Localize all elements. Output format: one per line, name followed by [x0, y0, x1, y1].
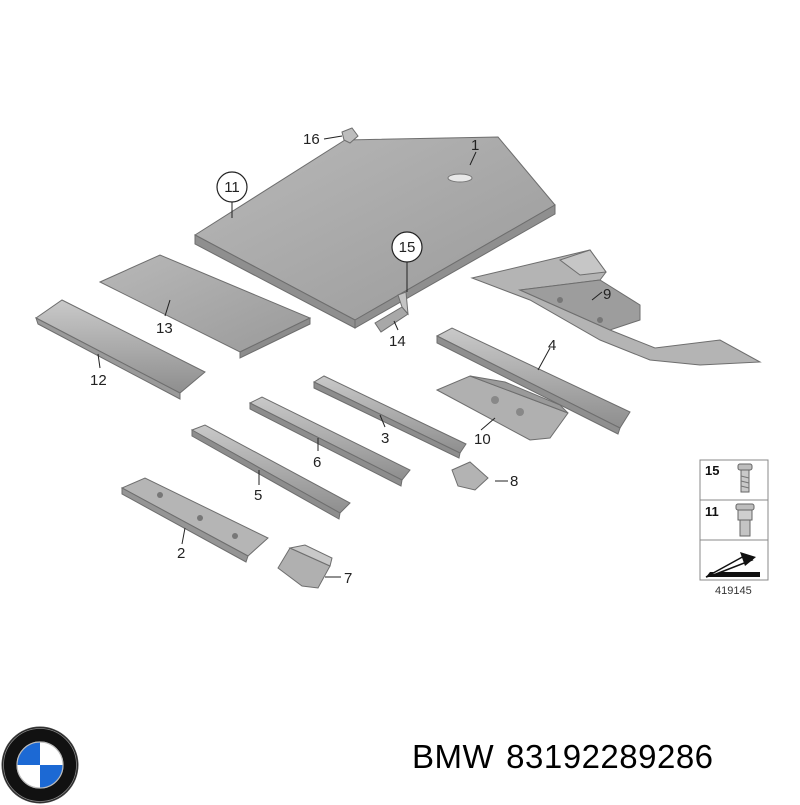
clip-part-16 — [341, 127, 359, 144]
front-header-part-12 — [35, 299, 206, 400]
callout-numbers: 1 16 11 15 14 13 12 9 4 10 3 6 5 8 2 7 — [90, 131, 611, 587]
callout-10: 10 — [474, 431, 491, 448]
callout-16: 16 — [303, 131, 320, 148]
callout-1: 1 — [471, 137, 479, 154]
fastener-legend: 15 11 419145 — [699, 459, 769, 597]
callout-15: 15 — [399, 239, 416, 256]
callout-9: 9 — [603, 286, 611, 303]
rail-part-6 — [248, 396, 411, 487]
callout-4: 4 — [548, 337, 556, 354]
callout-13: 13 — [156, 320, 173, 337]
bmw-logo-icon — [1, 726, 79, 804]
callout-3: 3 — [381, 430, 389, 447]
bracket-part-14 — [374, 291, 409, 333]
rear-rail-part-4 — [435, 327, 631, 435]
crossmember-part-2 — [120, 477, 269, 563]
panel-part-10 — [435, 375, 569, 441]
callout-2: 2 — [177, 545, 185, 562]
brand-name: BMW — [412, 738, 495, 775]
screw-icon — [737, 463, 753, 493]
callout-ring-11 — [216, 171, 248, 203]
bolt-icon — [735, 503, 755, 537]
rail-part-3 — [312, 375, 467, 459]
callout-5: 5 — [254, 487, 262, 504]
roof-crossmember-part-13 — [98, 254, 312, 359]
bracket-part-7 — [277, 544, 333, 589]
callout-ring-15 — [391, 231, 423, 263]
legend-label-11: 11 — [705, 504, 719, 519]
rear-frame-part-9 — [470, 249, 762, 366]
product-title: BMW 83192289286 — [412, 738, 792, 786]
callout-7: 7 — [344, 570, 352, 587]
leader-lines — [97, 135, 603, 578]
rail-part-5 — [190, 424, 351, 520]
legend-box-15 — [699, 459, 769, 501]
bracket-part-8 — [451, 461, 489, 491]
reference-arrow-icon — [705, 552, 760, 578]
callout-6: 6 — [313, 454, 321, 471]
callout-12: 12 — [90, 372, 107, 389]
legend-label-15: 15 — [705, 463, 719, 478]
callout-8: 8 — [510, 473, 518, 490]
part-number: 83192289286 — [506, 738, 714, 775]
diagram-reference-number: 419145 — [715, 585, 752, 597]
callout-14: 14 — [389, 333, 406, 350]
callout-11: 11 — [224, 179, 240, 196]
